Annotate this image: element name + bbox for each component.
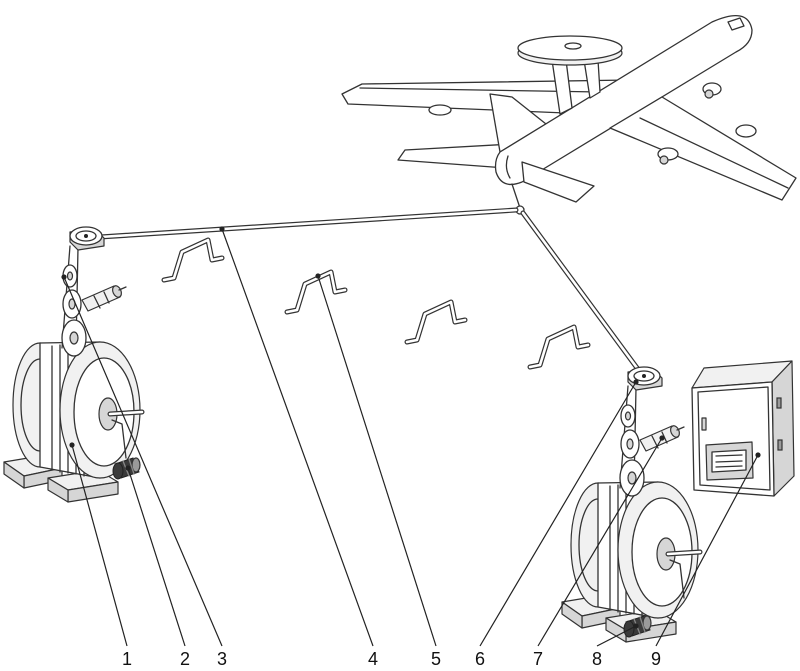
- leader-3: [63, 276, 223, 647]
- callout-label-8: 8: [592, 649, 602, 669]
- control-box-latch: [701, 417, 707, 431]
- control-box: [691, 360, 795, 497]
- callout-label-2: 2: [180, 649, 190, 669]
- leader-dot-9: [755, 452, 761, 458]
- leader-5: [317, 275, 437, 647]
- aircraft-far-engine: [428, 104, 452, 116]
- callout-label-5: 5: [431, 649, 441, 669]
- leader-dot-1: [69, 442, 75, 448]
- winch-assembly-left: [4, 227, 142, 502]
- callout-leaders: [61, 226, 761, 647]
- leader-6: [479, 381, 637, 647]
- leader-9: [655, 454, 759, 647]
- bracket-1: [164, 240, 222, 280]
- callout-label-1: 1: [122, 649, 132, 669]
- bracket-3: [407, 302, 465, 342]
- control-box-side: [771, 360, 795, 497]
- aircraft-near-engine-outer: [735, 124, 757, 138]
- leader-dot-6: [633, 379, 639, 385]
- tow-link: [511, 183, 521, 209]
- leader-dot-7: [659, 435, 665, 441]
- aircraft-main-gear-wheel-2: [704, 89, 714, 99]
- aircraft: [341, 14, 797, 215]
- cable-left: [97, 207, 519, 240]
- aircraft-near-horizontal-stabilizer: [521, 161, 595, 203]
- callout-label-9: 9: [651, 649, 661, 669]
- leader-7: [537, 437, 663, 647]
- bracket-2: [287, 272, 345, 312]
- leader-dot-2: [125, 465, 131, 471]
- callout-label-6: 6: [475, 649, 485, 669]
- leader-dot-8: [633, 623, 639, 629]
- callout-label-7: 7: [533, 649, 543, 669]
- aircraft-cockpit: [727, 17, 745, 31]
- callout-labels: 1 2 3 4 5 6 7 8 9: [122, 649, 661, 669]
- rotodome: [517, 35, 623, 61]
- aircraft-fuselage: [494, 14, 753, 186]
- callout-label-4: 4: [368, 649, 378, 669]
- aircraft-far-horizontal-stabilizer: [397, 143, 513, 169]
- rotodome-center: [564, 42, 582, 50]
- callout-label-3: 3: [217, 649, 227, 669]
- leader-4: [221, 228, 374, 647]
- control-box-hinge-upper: [776, 397, 782, 409]
- winch-assembly-right: [562, 367, 700, 642]
- leader-1: [71, 444, 128, 647]
- control-box-hinge-lower: [777, 439, 783, 451]
- bracket-4: [530, 327, 588, 367]
- leader-dot-5: [315, 273, 321, 279]
- cable-right: [520, 210, 643, 375]
- aircraft-main-gear-wheel: [659, 155, 669, 165]
- leader-8: [596, 625, 637, 647]
- leader-dot-4: [219, 226, 225, 232]
- leader-2: [127, 467, 186, 647]
- leader-dot-3: [61, 274, 67, 280]
